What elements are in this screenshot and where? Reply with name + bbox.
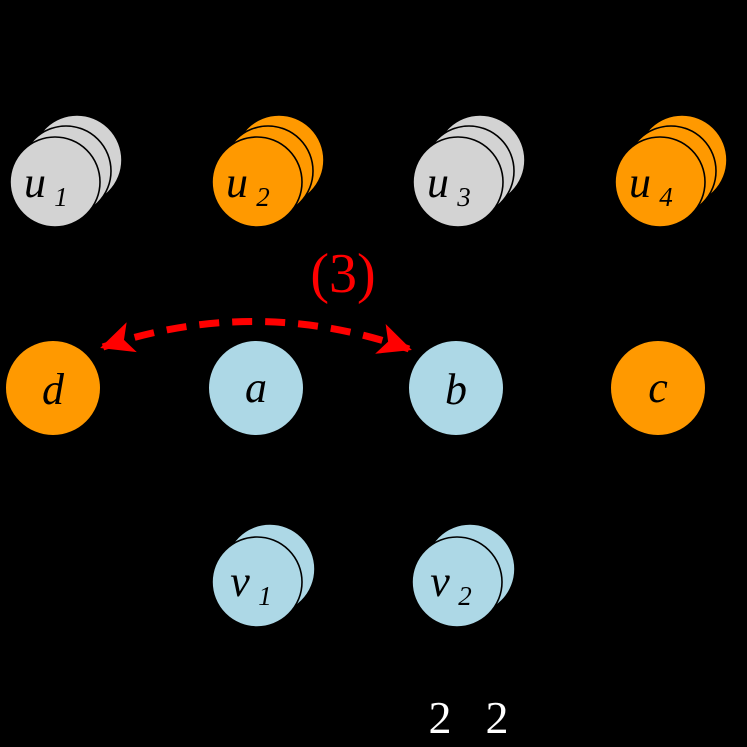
node-u2-sublabel: 2 [256, 182, 270, 212]
edge-d-b-path [100, 318, 412, 354]
node-u4-label: u [629, 158, 651, 207]
node-c[interactable]: c [611, 341, 705, 435]
node-d[interactable]: d [6, 341, 100, 435]
bottom-counts: 2 2 [429, 692, 509, 743]
node-a[interactable]: a [209, 341, 303, 435]
node-a-circle [209, 341, 303, 435]
u-nodes-row: u 1 u 2 u 3 u 4 [9, 114, 728, 228]
node-u2[interactable]: u 2 [211, 114, 325, 228]
node-u3-label: u [427, 158, 449, 207]
count-left: 2 [429, 692, 452, 743]
node-c-circle [611, 341, 705, 435]
letter-nodes-row: d a b c [6, 341, 705, 435]
node-u4-sublabel: 4 [659, 182, 673, 212]
node-u4-stack-front [614, 136, 706, 228]
node-v2-label: v [430, 557, 450, 606]
node-u2-label: u [226, 158, 248, 207]
node-u3-sublabel: 3 [456, 182, 471, 212]
node-v1-stack-front [211, 536, 303, 628]
node-v2-sublabel: 2 [458, 581, 472, 611]
node-v1[interactable]: v 1 [211, 523, 316, 628]
node-v1-sublabel: 1 [258, 581, 272, 611]
node-v2-stack-front [411, 536, 503, 628]
node-b-label: b [445, 365, 467, 414]
node-u1-label: u [24, 158, 46, 207]
node-b[interactable]: b [409, 341, 503, 435]
node-v1-label: v [230, 557, 250, 606]
v-nodes-row: v 1 v 2 [211, 523, 516, 628]
node-u1-sublabel: 1 [54, 182, 68, 212]
edge-d-b-weight-label: (3) [310, 243, 375, 305]
node-u4[interactable]: u 4 [614, 114, 728, 228]
node-d-label: d [42, 365, 65, 414]
node-a-label: a [245, 363, 267, 412]
node-u3[interactable]: u 3 [412, 114, 526, 228]
node-c-label: c [648, 363, 668, 412]
edge-d-b[interactable]: (3) [100, 243, 412, 354]
node-b-circle [409, 341, 503, 435]
node-u1[interactable]: u 1 [9, 114, 123, 228]
node-d-circle [6, 341, 100, 435]
node-u2-stack-front [211, 136, 303, 228]
node-u1-stack-front [9, 136, 101, 228]
count-right: 2 [486, 692, 509, 743]
node-u3-stack-front [412, 136, 504, 228]
node-v2[interactable]: v 2 [411, 523, 516, 628]
